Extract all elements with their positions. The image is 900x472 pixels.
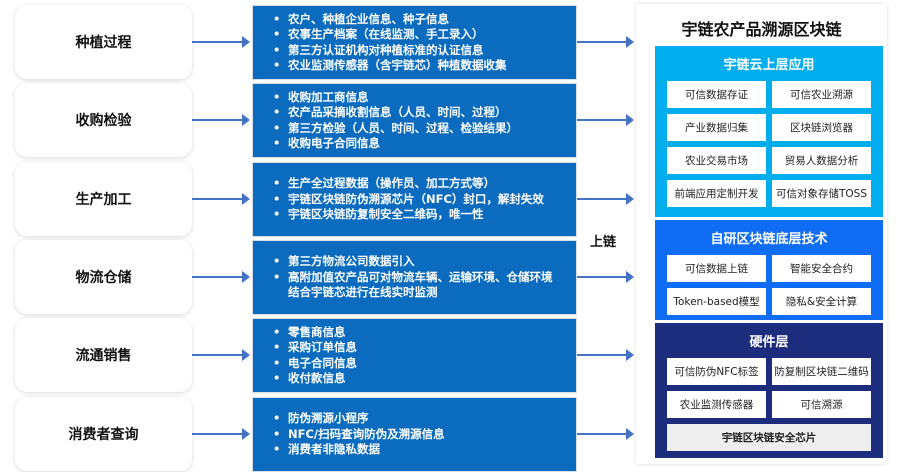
- info-item: 零售商信息: [273, 325, 576, 341]
- cloud-layer-title: 宇链云上层应用: [723, 58, 815, 73]
- arrow-icon: [577, 428, 634, 440]
- info-item: 收付款信息: [273, 371, 576, 387]
- feature-cell: 智能安全合约: [772, 255, 871, 282]
- arrow-icon: [192, 428, 250, 440]
- info-item: 高附加值农产品可对物流车辆、运输环境、仓储环境: [273, 270, 576, 286]
- info-item: 采购订单信息: [273, 340, 576, 356]
- feature-cell: 前端应用定制开发: [667, 180, 766, 207]
- info-item: 宇链区块链防伪溯源芯片（NFC）封口，解封失效: [273, 192, 576, 208]
- info-item: 消费者非隐私数据: [273, 442, 576, 458]
- feature-cell: 可信对象存储TOSS: [772, 180, 871, 207]
- stage-label: 消费者查询: [68, 427, 139, 443]
- feature-cell: 农业监测传感器: [667, 391, 766, 418]
- feature-cell: 区块链浏览器: [772, 114, 871, 141]
- arrow-icon: [577, 349, 634, 361]
- security-chip-cell: 宇链区块链安全芯片: [667, 424, 871, 451]
- arrow-icon: [192, 271, 250, 283]
- arrow-icon: [577, 36, 634, 48]
- info-item: 农事生产档案（在线监测、手工录入）: [273, 27, 576, 43]
- feature-cell: 可信数据存证: [667, 81, 766, 108]
- feature-cell: 可信农业溯源: [772, 81, 871, 108]
- arrow-icon: [192, 36, 250, 48]
- onchain-label: 上链: [590, 235, 617, 250]
- stage-box: 生产加工: [15, 162, 192, 236]
- info-item: 第三方物流公司数据引入: [273, 254, 576, 270]
- stage-box: 收购检验: [15, 83, 192, 157]
- stage-box: 消费者查询: [15, 397, 192, 471]
- feature-cell: 可信数据上链: [667, 255, 766, 282]
- feature-cell: 产业数据归集: [667, 114, 766, 141]
- stage-info-box: 零售商信息采购订单信息电子合同信息收付款信息: [252, 318, 577, 393]
- stage-label: 收购检验: [75, 113, 132, 129]
- feature-cell: 贸易人数据分析: [772, 147, 871, 174]
- feature-cell: 隐私&安全计算: [772, 288, 871, 315]
- feature-cell: Token-based模型: [667, 288, 766, 315]
- arrow-icon: [192, 349, 250, 361]
- info-item: 生产全过程数据（操作员、加工方式等）: [273, 176, 576, 192]
- panel-title: 宇链农产品溯源区块链: [681, 20, 842, 39]
- cloud-layer: 宇链云上层应用 可信数据存证可信农业溯源产业数据归集区块链浏览器农业交易市场贸易…: [655, 46, 883, 217]
- feature-cell: 农业交易市场: [667, 147, 766, 174]
- arrow-icon: [577, 271, 634, 283]
- stage-info-box: 生产全过程数据（操作员、加工方式等）宇链区块链防伪溯源芯片（NFC）封口，解封失…: [252, 162, 577, 237]
- stage-box: 物流仓储: [15, 240, 192, 314]
- info-item: 第三方认证机构对种植标准的认证信息: [273, 43, 576, 59]
- info-item: 防伪溯源小程序: [273, 411, 576, 427]
- feature-cell: 防复制区块链二维码: [772, 358, 871, 385]
- arrow-icon: [192, 114, 250, 126]
- feature-cell: 可信防伪NFC标签: [667, 358, 766, 385]
- blockchain-panel: 宇链农产品溯源区块链 宇链云上层应用 可信数据存证可信农业溯源产业数据归集区块链…: [636, 4, 887, 464]
- stage-box: 种植过程: [15, 5, 192, 79]
- core-layer-title: 自研区块链底层技术: [710, 232, 828, 247]
- info-item: 农产品采摘收割信息（人员、时间、过程）: [273, 105, 576, 121]
- arrow-icon: [577, 114, 634, 126]
- hardware-layer-title: 硬件层: [749, 335, 789, 350]
- arrow-icon: [192, 193, 250, 205]
- info-item: 收购电子合同信息: [273, 136, 576, 152]
- stage-info-box: 农户、种植企业信息、种子信息农事生产档案（在线监测、手工录入）第三方认证机构对种…: [252, 5, 577, 80]
- stage-label: 物流仓储: [75, 270, 132, 286]
- info-item: 农户、种植企业信息、种子信息: [273, 12, 576, 28]
- hardware-layer: 硬件层 可信防伪NFC标签防复制区块链二维码农业监测传感器可信溯源宇链区块链安全…: [655, 323, 883, 458]
- info-item: 农业监测传感器（含宇链芯）种植数据收集: [273, 58, 576, 74]
- stage-info-box: 防伪溯源小程序NFC/扫码查询防伪及溯源信息消费者非隐私数据: [252, 397, 577, 472]
- stage-info-box: 第三方物流公司数据引入高附加值农产品可对物流车辆、运输环境、仓储环境结合宇链芯进…: [252, 240, 577, 315]
- arrow-icon: [577, 193, 634, 205]
- stage-label: 流通销售: [75, 348, 132, 364]
- stage-info-box: 收购加工商信息农产品采摘收割信息（人员、时间、过程）第三方检验（人员、时间、过程…: [252, 83, 577, 158]
- info-item: 第三方检验（人员、时间、过程、检验结果）: [273, 121, 576, 137]
- info-item: 结合宇链芯进行在线实时监测: [288, 285, 438, 300]
- feature-cell: 可信溯源: [772, 391, 871, 418]
- stage-box: 流通销售: [15, 318, 192, 392]
- info-item: 收购加工商信息: [273, 90, 576, 106]
- info-item: 电子合同信息: [273, 356, 576, 372]
- stage-label: 种植过程: [75, 35, 132, 51]
- stage-label: 生产加工: [75, 192, 132, 208]
- info-item: 宇链区块链防复制安全二维码，唯一性: [273, 207, 576, 223]
- info-item: NFC/扫码查询防伪及溯源信息: [273, 427, 576, 443]
